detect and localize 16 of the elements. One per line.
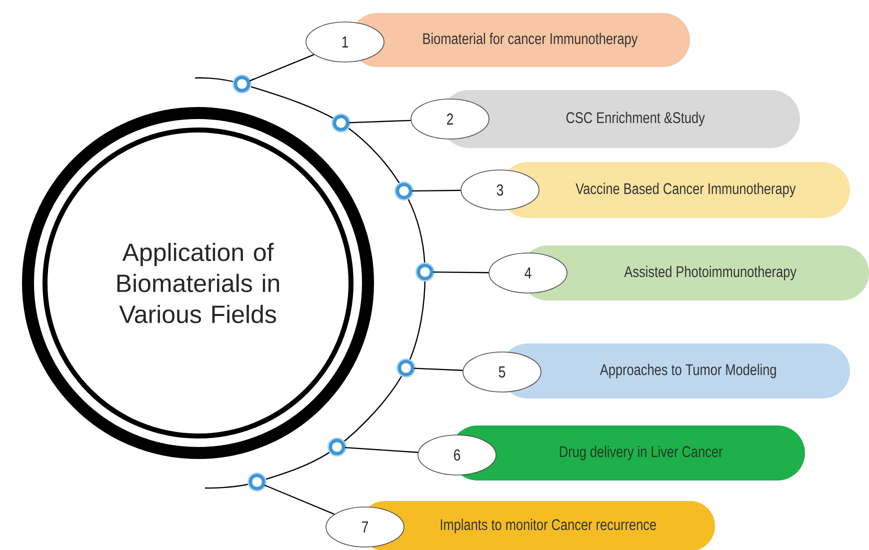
- connector-dot: [332, 114, 350, 132]
- connector-dot: [416, 262, 434, 282]
- connector-line: [412, 190, 461, 192]
- node-label: 7: [362, 521, 368, 533]
- connector-line: [264, 484, 335, 515]
- connector-line: [414, 368, 463, 371]
- label-pill: Biomaterial for cancer Immunotherapy: [350, 13, 690, 67]
- connector-line: [345, 446, 418, 453]
- connector-dot: [232, 74, 252, 94]
- connector-line: [249, 54, 314, 82]
- connector-dot: [328, 438, 346, 456]
- connector-dot: [248, 472, 266, 492]
- connector-dot: [394, 182, 414, 200]
- connector-line: [433, 271, 489, 274]
- connector-dot: [396, 358, 416, 378]
- connector-line: [349, 120, 411, 124]
